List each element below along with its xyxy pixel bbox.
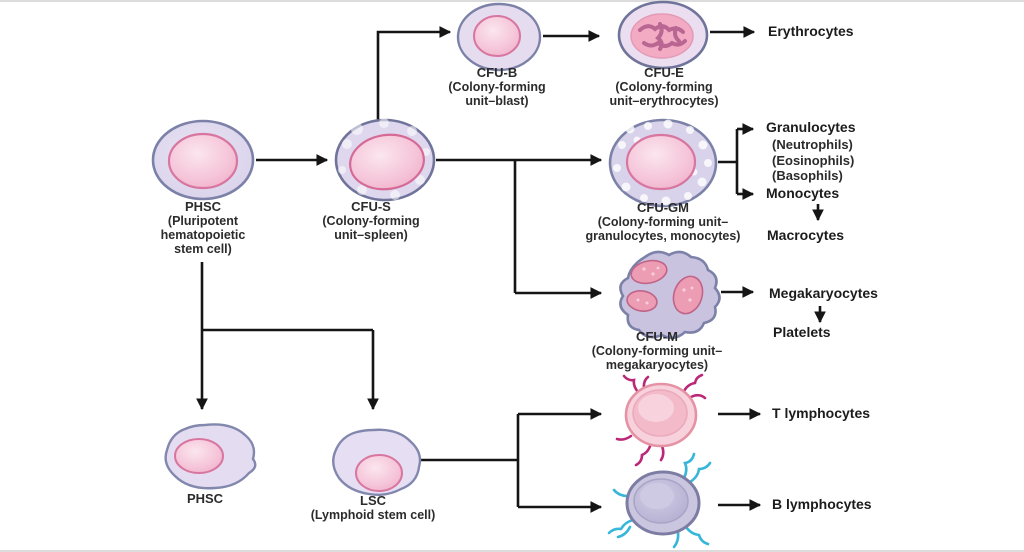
cfu-b-cell bbox=[456, 2, 542, 72]
cfu-s-cell bbox=[334, 118, 436, 202]
cfu-e-mesh bbox=[638, 22, 687, 51]
lsc-cell bbox=[332, 428, 422, 497]
top-border-line bbox=[0, 0, 1024, 2]
t-lymphocytes-label: T lymphocytes bbox=[772, 405, 871, 421]
arrow-cfus-to-cfub bbox=[376, 26, 452, 120]
phsc-top-cell bbox=[151, 119, 255, 201]
cfu-e-label: CFU-E (Colony-forming unit–erythrocytes) bbox=[609, 65, 719, 109]
lsc-desc: (Lymphoid stem cell) bbox=[310, 508, 436, 522]
cfu-b-name: CFU-B bbox=[476, 65, 518, 80]
connectors bbox=[196, 26, 826, 513]
granulocyte-types-label: (Neutrophils) (Eosinophils) (Basophils) bbox=[772, 137, 855, 183]
b-lymphocytes-label: B lymphocytes bbox=[772, 496, 872, 512]
cfu-m-name: CFU-M bbox=[636, 329, 678, 344]
macrocytes-label: Macrocytes bbox=[767, 227, 845, 243]
cfu-m-label: CFU-M (Colony-forming unit– megakaryocyt… bbox=[591, 329, 723, 373]
bottom-border-line bbox=[0, 550, 1024, 552]
platelets-label: Platelets bbox=[773, 324, 831, 340]
cfu-m-lobes bbox=[626, 259, 704, 315]
cfu-b-desc: (Colony-forming unit–blast) bbox=[448, 80, 546, 108]
lsc-name: LSC bbox=[360, 493, 386, 508]
b-lymphocyte-cell bbox=[607, 452, 712, 549]
b-cell-receptors bbox=[607, 452, 712, 549]
cfu-e-name: CFU-E bbox=[644, 65, 684, 80]
cfu-m-lobe-speckles bbox=[636, 266, 694, 305]
cfu-s-label: CFU-S (Colony-forming unit–spleen) bbox=[322, 199, 420, 243]
cfu-s-name: CFU-S bbox=[351, 199, 391, 214]
phsc-bottom-name: PHSC bbox=[186, 491, 224, 506]
cfu-s-membrane-spots bbox=[338, 118, 430, 200]
monocytes-label: Monocytes bbox=[766, 185, 840, 201]
cfu-gm-membrane-dots bbox=[613, 119, 712, 206]
erythrocytes-label: Erythrocytes bbox=[768, 23, 854, 39]
phsc-top-name: PHSC bbox=[184, 199, 222, 214]
t-lymphocyte-cell bbox=[615, 373, 707, 467]
cfu-gm-label: CFU-GM (Colony-forming unit– granulocyte… bbox=[585, 200, 741, 244]
cfu-s-desc: (Colony-forming unit–spleen) bbox=[322, 214, 420, 242]
lsc-label: LSC (Lymphoid stem cell) bbox=[310, 493, 436, 523]
phsc-top-label: PHSC (Pluripotent hematopoietic stem cel… bbox=[160, 199, 246, 257]
t-cell-receptors bbox=[615, 373, 707, 467]
phsc-bottom-cell bbox=[164, 423, 257, 490]
cfu-gm-desc: (Colony-forming unit– granulocytes, mono… bbox=[585, 215, 741, 243]
phsc-bottom-label: PHSC bbox=[187, 492, 223, 506]
cfu-gm-cell bbox=[608, 118, 718, 208]
megakaryocytes-label: Megakaryocytes bbox=[769, 285, 878, 301]
cfu-m-desc: (Colony-forming unit– megakaryocytes) bbox=[591, 344, 723, 372]
granulocytes-label: Granulocytes bbox=[766, 119, 856, 135]
cfu-m-cell bbox=[619, 250, 721, 340]
cfu-e-cell bbox=[617, 0, 709, 70]
cfu-b-label: CFU-B (Colony-forming unit–blast) bbox=[448, 65, 546, 109]
cfu-e-desc: (Colony-forming unit–erythrocytes) bbox=[609, 80, 719, 108]
cfu-gm-name: CFU-GM bbox=[637, 200, 689, 215]
phsc-top-desc: (Pluripotent hematopoietic stem cell) bbox=[160, 214, 246, 256]
